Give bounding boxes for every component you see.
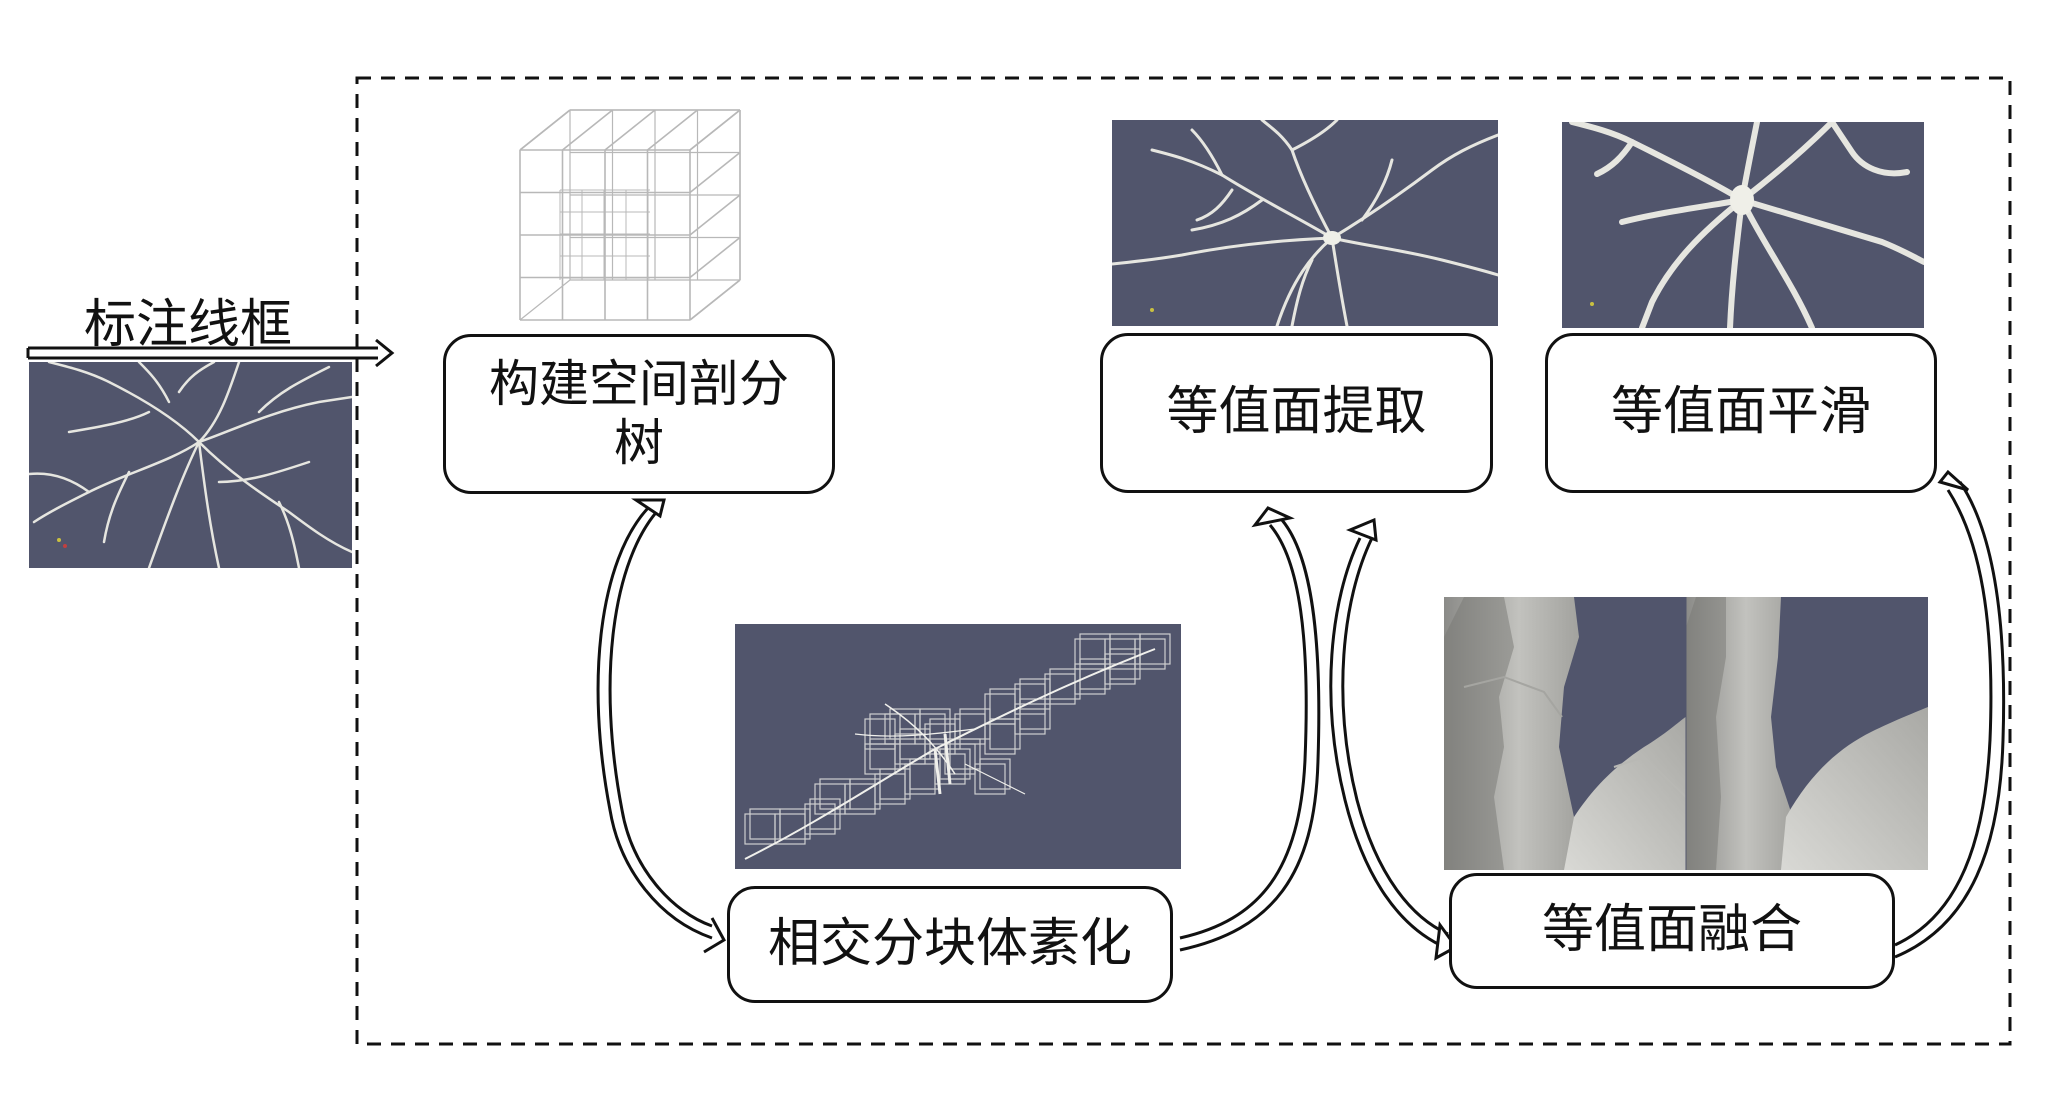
arrow-voxelize-to-extract (1179, 506, 1321, 952)
step-build-tree: 构建空间剖分树 (443, 334, 835, 494)
voxelized-blocks-image (735, 624, 1181, 869)
step-fuse: 等值面融合 (1449, 873, 1895, 989)
input-label: 标注线框 (84, 295, 293, 355)
step-smooth: 等值面平滑 (1545, 333, 1937, 493)
octree-cube-illustration (519, 109, 741, 321)
isosurface-smooth-image (1562, 122, 1924, 328)
input-arrow (26, 338, 395, 368)
arrow-extract-to-fuse (1329, 517, 1459, 961)
processing-frame (355, 76, 2012, 1046)
input-neuron-image (29, 362, 352, 568)
arrow-fuse-to-smooth (1894, 469, 2006, 959)
fusion-after (1686, 597, 1928, 870)
arrow-tree-to-voxelize (596, 498, 727, 954)
isosurface-fusion-image (1444, 597, 1928, 870)
fusion-before (1444, 597, 1687, 870)
isosurface-extract-image (1112, 120, 1498, 326)
step-extract: 等值面提取 (1100, 333, 1493, 493)
step-voxelize: 相交分块体素化 (727, 886, 1173, 1003)
